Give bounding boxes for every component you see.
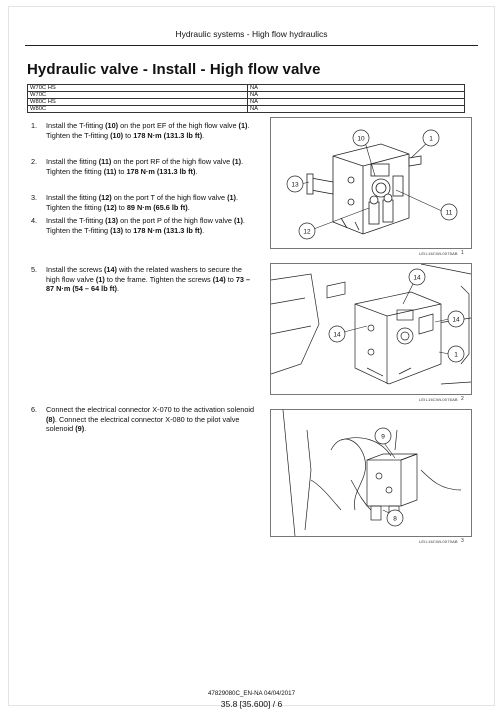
emphasis: (1) <box>238 121 248 130</box>
emphasis: (11) <box>98 157 112 166</box>
emphasis: (12) <box>98 193 112 202</box>
step-number: 6. <box>31 405 38 414</box>
solenoid-wiring-illustration: 9 8 <box>282 410 462 536</box>
model-cell: W80C HS <box>27 98 248 106</box>
emphasis: (1) <box>95 274 105 284</box>
page-title: Hydraulic valve - Install - High flow va… <box>27 61 321 78</box>
emphasis: (9) <box>75 424 85 434</box>
value-cell: NA <box>247 98 465 106</box>
value-cell: NA <box>247 91 465 99</box>
figure-number: 1 <box>461 250 464 256</box>
emphasis: (1) <box>233 216 243 225</box>
table-row: W70C HS NA <box>27 84 465 92</box>
running-header: Hydraulic systems - High flow hydraulics <box>175 29 328 39</box>
figure-3-illustration: 9 8 <box>270 409 472 537</box>
step-number: 2. <box>31 157 38 166</box>
emphasis: (10) <box>110 130 124 140</box>
table-row: W70C NA <box>27 91 465 99</box>
emphasis: (1) <box>227 193 236 202</box>
callout-8: 8 <box>393 516 397 523</box>
step-text: Install the screws (14) with the related… <box>46 265 251 294</box>
valve-illustration: 10 1 13 11 12 <box>286 129 458 240</box>
frame-mount-illustration: 14 14 14 1 <box>271 264 471 385</box>
figure-reference-code: LEIL16CWL0076AB <box>419 397 458 402</box>
callout-14: 14 <box>413 275 421 282</box>
callout-9: 9 <box>381 434 385 441</box>
step-6: 6. Connect the electrical connector X-07… <box>31 405 255 434</box>
step-2: 2. Install the fitting (11) on the port … <box>31 157 255 176</box>
emphasis: (11) <box>103 166 117 176</box>
value-cell: NA <box>247 105 465 113</box>
callout-1: 1 <box>429 136 433 143</box>
page-number: 35.8 [35.600] / 6 <box>220 699 283 709</box>
callout-12: 12 <box>303 229 311 236</box>
document-id: 47829080C_EN-NA 04/04/2017 <box>207 690 296 697</box>
step-number: 3. <box>31 193 38 202</box>
model-applicability-table: W70C HS NA W70C NA W80C HS NA W80C NA <box>27 84 465 113</box>
callout-10: 10 <box>357 136 365 143</box>
step-text: Install the fitting (12) on the port T o… <box>46 193 239 212</box>
emphasis: (10) <box>105 121 119 130</box>
step-3: 3. Install the fitting (12) on the port … <box>31 193 255 212</box>
callout-13: 13 <box>291 182 299 189</box>
step-4: 4. Install the T-fitting (13) on the por… <box>31 216 255 235</box>
emphasis: 178 N·m (131.3 lb ft) <box>133 130 203 140</box>
model-cell: W80C <box>27 105 248 113</box>
callout-14: 14 <box>333 332 341 339</box>
emphasis: 89 N·m (65.6 lb ft) <box>126 202 188 212</box>
table-row: W80C HS NA <box>27 98 465 106</box>
emphasis: 73 – 87 N·m (54 – 64 lb ft) <box>46 274 251 294</box>
figure-reference-code: LEIL16CWL0075AB <box>419 251 458 256</box>
step-text: Install the T-fitting (10) on the port E… <box>46 121 250 140</box>
table-row: W80C NA <box>27 105 465 113</box>
manual-page: Hydraulic systems - High flow hydraulics… <box>8 6 495 709</box>
step-text: Install the fitting (11) on the port RF … <box>46 157 244 176</box>
emphasis: (8) <box>46 414 55 424</box>
step-number: 5. <box>31 265 38 274</box>
figure-reference-code: LEIL16CWL0079AB <box>419 539 458 544</box>
step-number: 4. <box>31 216 38 225</box>
callout-14: 14 <box>452 317 460 324</box>
figure-number: 3 <box>461 538 464 544</box>
value-cell: NA <box>247 84 465 92</box>
emphasis: (14) <box>104 265 117 274</box>
step-number: 1. <box>31 121 38 130</box>
emphasis: (13) <box>110 225 124 235</box>
step-text: Connect the electrical connector X-070 t… <box>46 405 255 434</box>
figure-number: 2 <box>461 396 464 402</box>
model-cell: W70C <box>27 91 248 99</box>
callout-1: 1 <box>454 352 458 359</box>
callout-11: 11 <box>446 210 453 217</box>
emphasis: 178 N·m (131.3 lb ft) <box>133 225 203 235</box>
step-text: Install the T-fitting (13) on the port P… <box>46 216 245 235</box>
emphasis: (13) <box>105 216 119 225</box>
figure-1-illustration: 10 1 13 11 12 <box>270 117 472 249</box>
step-5: 5. Install the screws (14) with the rela… <box>31 265 255 294</box>
step-1: 1. Install the T-fitting (10) on the por… <box>31 121 255 140</box>
emphasis: (12) <box>103 202 117 212</box>
figure-2-illustration: 14 14 14 1 <box>270 263 472 395</box>
model-cell: W70C HS <box>27 84 248 92</box>
emphasis: 178 N·m (131.3 lb ft) <box>126 166 196 176</box>
emphasis: (1) <box>232 157 242 166</box>
emphasis: (14) <box>212 274 226 284</box>
header-rule <box>25 45 478 46</box>
